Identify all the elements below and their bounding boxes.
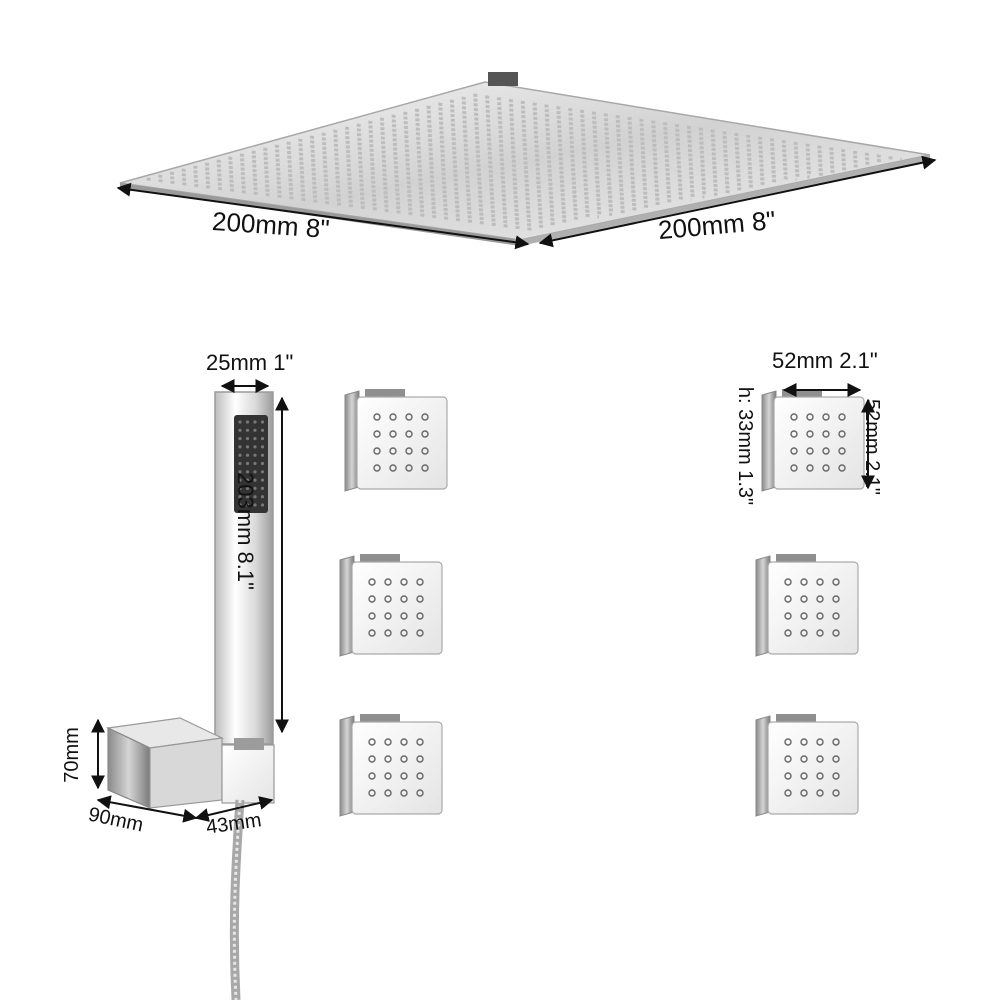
body-jet-height-label: 52mm 2.1" [861,398,884,496]
body-jet [755,714,859,817]
shower-arm-stub-icon [488,72,518,86]
body-jet [339,714,443,817]
body-jet-width-label: 52mm 2.1" [772,348,878,373]
body-jets [339,389,865,817]
rain-head-depth-arrow [538,155,937,248]
holder-width-arrow [194,796,274,822]
holder-height-label: 70mm [60,727,83,783]
body-jet [755,554,859,657]
hand-shower-length-label: 203mm 8.1" [232,472,258,590]
hand-shower-nozzles [238,420,265,507]
body-jet [339,554,443,657]
rain-head-width-label: 200mm 8" [211,205,331,245]
holder-length-arrow [96,795,198,823]
rain-head-width-arrow [116,182,530,250]
hand-shower-holder [105,717,275,1000]
body-jet [761,389,865,492]
body-jet [344,389,448,492]
hand-shower-spray-face [234,415,268,513]
body-jet-depth-label: h: 33mm 1.3" [734,386,757,506]
hand-shower-width-label: 25mm 1" [206,350,294,375]
